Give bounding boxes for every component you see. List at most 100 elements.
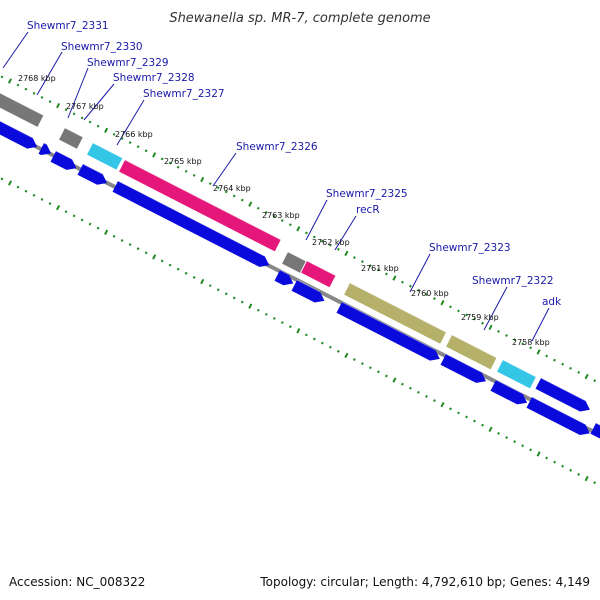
upper-tick-mark <box>593 379 597 383</box>
upper-tick-mark <box>312 235 316 239</box>
label-callout-line-9 <box>409 253 431 293</box>
gene-bar-shewmr7-2322-edge <box>451 334 497 359</box>
kbp-label-2764: 2764 kbp <box>213 184 251 193</box>
lower-tick-mark <box>280 321 284 325</box>
lower-tick-mark <box>168 263 172 267</box>
cds-arrow-3-edge <box>55 150 73 160</box>
cds-arrow-1 <box>0 121 38 149</box>
upper-tick-mark <box>304 231 308 235</box>
kbp-label-2761: 2761 kbp <box>361 264 399 273</box>
lower-tick-mark <box>56 204 61 211</box>
label-callout-line-1 <box>2 31 29 69</box>
upper-tick-mark <box>433 297 436 300</box>
upper-tick-mark <box>32 91 36 95</box>
upper-tick-mark <box>481 321 484 325</box>
cds-arrow-7-edge <box>296 279 321 293</box>
upper-tick-mark <box>136 145 140 149</box>
lower-tick-mark <box>160 259 164 263</box>
cds-arrow-10-edge <box>495 379 523 395</box>
kbp-label-2765: 2765 kbp <box>164 157 202 166</box>
lower-tick-mark <box>16 185 20 189</box>
gene-label-shewmr7-2325[interactable]: Shewmr7_2325 <box>326 188 408 200</box>
lower-tick-mark <box>296 328 301 334</box>
lower-tick-mark <box>344 352 349 359</box>
cds-arrow-13 <box>590 423 600 439</box>
gene-label-shewmr7-2327[interactable]: Shewmr7_2327 <box>143 88 225 100</box>
gene-label-shewmr7-2323[interactable]: Shewmr7_2323 <box>429 242 511 254</box>
lower-tick-mark <box>561 464 565 468</box>
lower-tick-mark <box>152 254 157 260</box>
upper-tick-mark <box>224 190 228 194</box>
lower-tick-mark <box>553 460 557 464</box>
gene-bar-shewmr7-2330-edge <box>64 127 84 138</box>
gene-label-recr[interactable]: recR <box>356 204 380 216</box>
upper-tick-mark <box>425 293 428 296</box>
upper-tick-mark <box>16 83 20 87</box>
gene-label-shewmr7-2326[interactable]: Shewmr7_2326 <box>236 141 318 153</box>
gene-label-shewmr7-2330[interactable]: Shewmr7_2330 <box>61 41 143 53</box>
upper-tick-mark <box>80 116 84 120</box>
upper-tick-mark <box>465 313 468 317</box>
tick-marks <box>0 75 597 485</box>
upper-tick-mark <box>344 250 349 257</box>
lower-tick-mark <box>369 366 372 370</box>
lower-tick-mark <box>0 177 4 181</box>
gene-bar-shewmr7-2325 <box>282 252 306 273</box>
gene-label-adk[interactable]: adk <box>542 296 562 308</box>
gene-label-shewmr7-2329[interactable]: Shewmr7_2329 <box>87 57 169 69</box>
lower-tick-mark <box>425 395 428 398</box>
upper-tick-mark <box>457 309 460 313</box>
gene-bar-recr-edge <box>306 260 336 277</box>
upper-tick-mark <box>369 264 372 268</box>
gene-bar-shewmr7-2330 <box>59 128 83 149</box>
upper-tick-mark <box>56 102 61 109</box>
upper-tick-mark <box>417 288 420 292</box>
upper-tick-mark <box>176 165 180 169</box>
cds-arrow-11-edge <box>531 396 586 425</box>
gene-bar-shewmr7-2326 <box>119 160 281 252</box>
upper-tick-mark <box>112 132 116 136</box>
lower-tick-mark <box>256 308 260 312</box>
lower-tick-mark <box>176 267 180 271</box>
lower-tick-mark <box>248 303 253 309</box>
upper-tick-mark <box>529 346 532 350</box>
upper-tick-mark <box>536 349 541 355</box>
cds-arrow-6 <box>274 270 294 286</box>
lower-tick-mark <box>120 239 124 242</box>
label-callout-line-10 <box>483 286 508 331</box>
upper-tick-mark <box>192 173 196 177</box>
lower-tick-mark <box>200 278 205 285</box>
lower-tick-mark <box>144 251 148 255</box>
upper-tick-mark <box>104 127 109 133</box>
gene-bar-shewmr7-2323-edge <box>349 282 447 333</box>
upper-tick-mark <box>385 272 388 276</box>
kbp-label-2762: 2762 kbp <box>312 238 350 247</box>
lower-tick-mark <box>264 312 268 316</box>
lower-tick-mark <box>104 229 109 235</box>
gene-bar-adk-edge <box>502 359 537 378</box>
upper-tick-mark <box>352 256 356 259</box>
cds-arrow-11 <box>526 397 590 435</box>
label-callout-line-3 <box>67 67 89 119</box>
upper-tick-mark <box>40 95 44 99</box>
lower-tick-mark <box>361 362 364 366</box>
upper-tick-mark <box>200 176 205 183</box>
gene-label-shewmr7-2328[interactable]: Shewmr7_2328 <box>113 72 195 84</box>
gene-label-shewmr7-2331[interactable]: Shewmr7_2331 <box>27 20 109 32</box>
cds-arrow-7 <box>291 280 325 303</box>
upper-tick-mark <box>569 366 573 370</box>
upper-tick-mark <box>505 334 508 337</box>
upper-tick-mark <box>401 280 404 284</box>
lower-tick-mark <box>536 451 541 457</box>
gene-label-shewmr7-2322[interactable]: Shewmr7_2322 <box>472 275 554 287</box>
upper-tick-mark <box>96 124 100 128</box>
cds-arrow-5-edge <box>117 180 266 257</box>
upper-tick-mark <box>377 268 380 272</box>
lower-tick-mark <box>433 399 436 402</box>
upper-tick-mark <box>88 120 92 124</box>
kbp-label-2758: 2758 kbp <box>512 338 550 347</box>
lower-tick-mark <box>48 202 52 205</box>
label-callout-line-4 <box>83 83 115 121</box>
lower-tick-mark <box>64 210 68 214</box>
lower-tick-mark <box>377 370 380 374</box>
